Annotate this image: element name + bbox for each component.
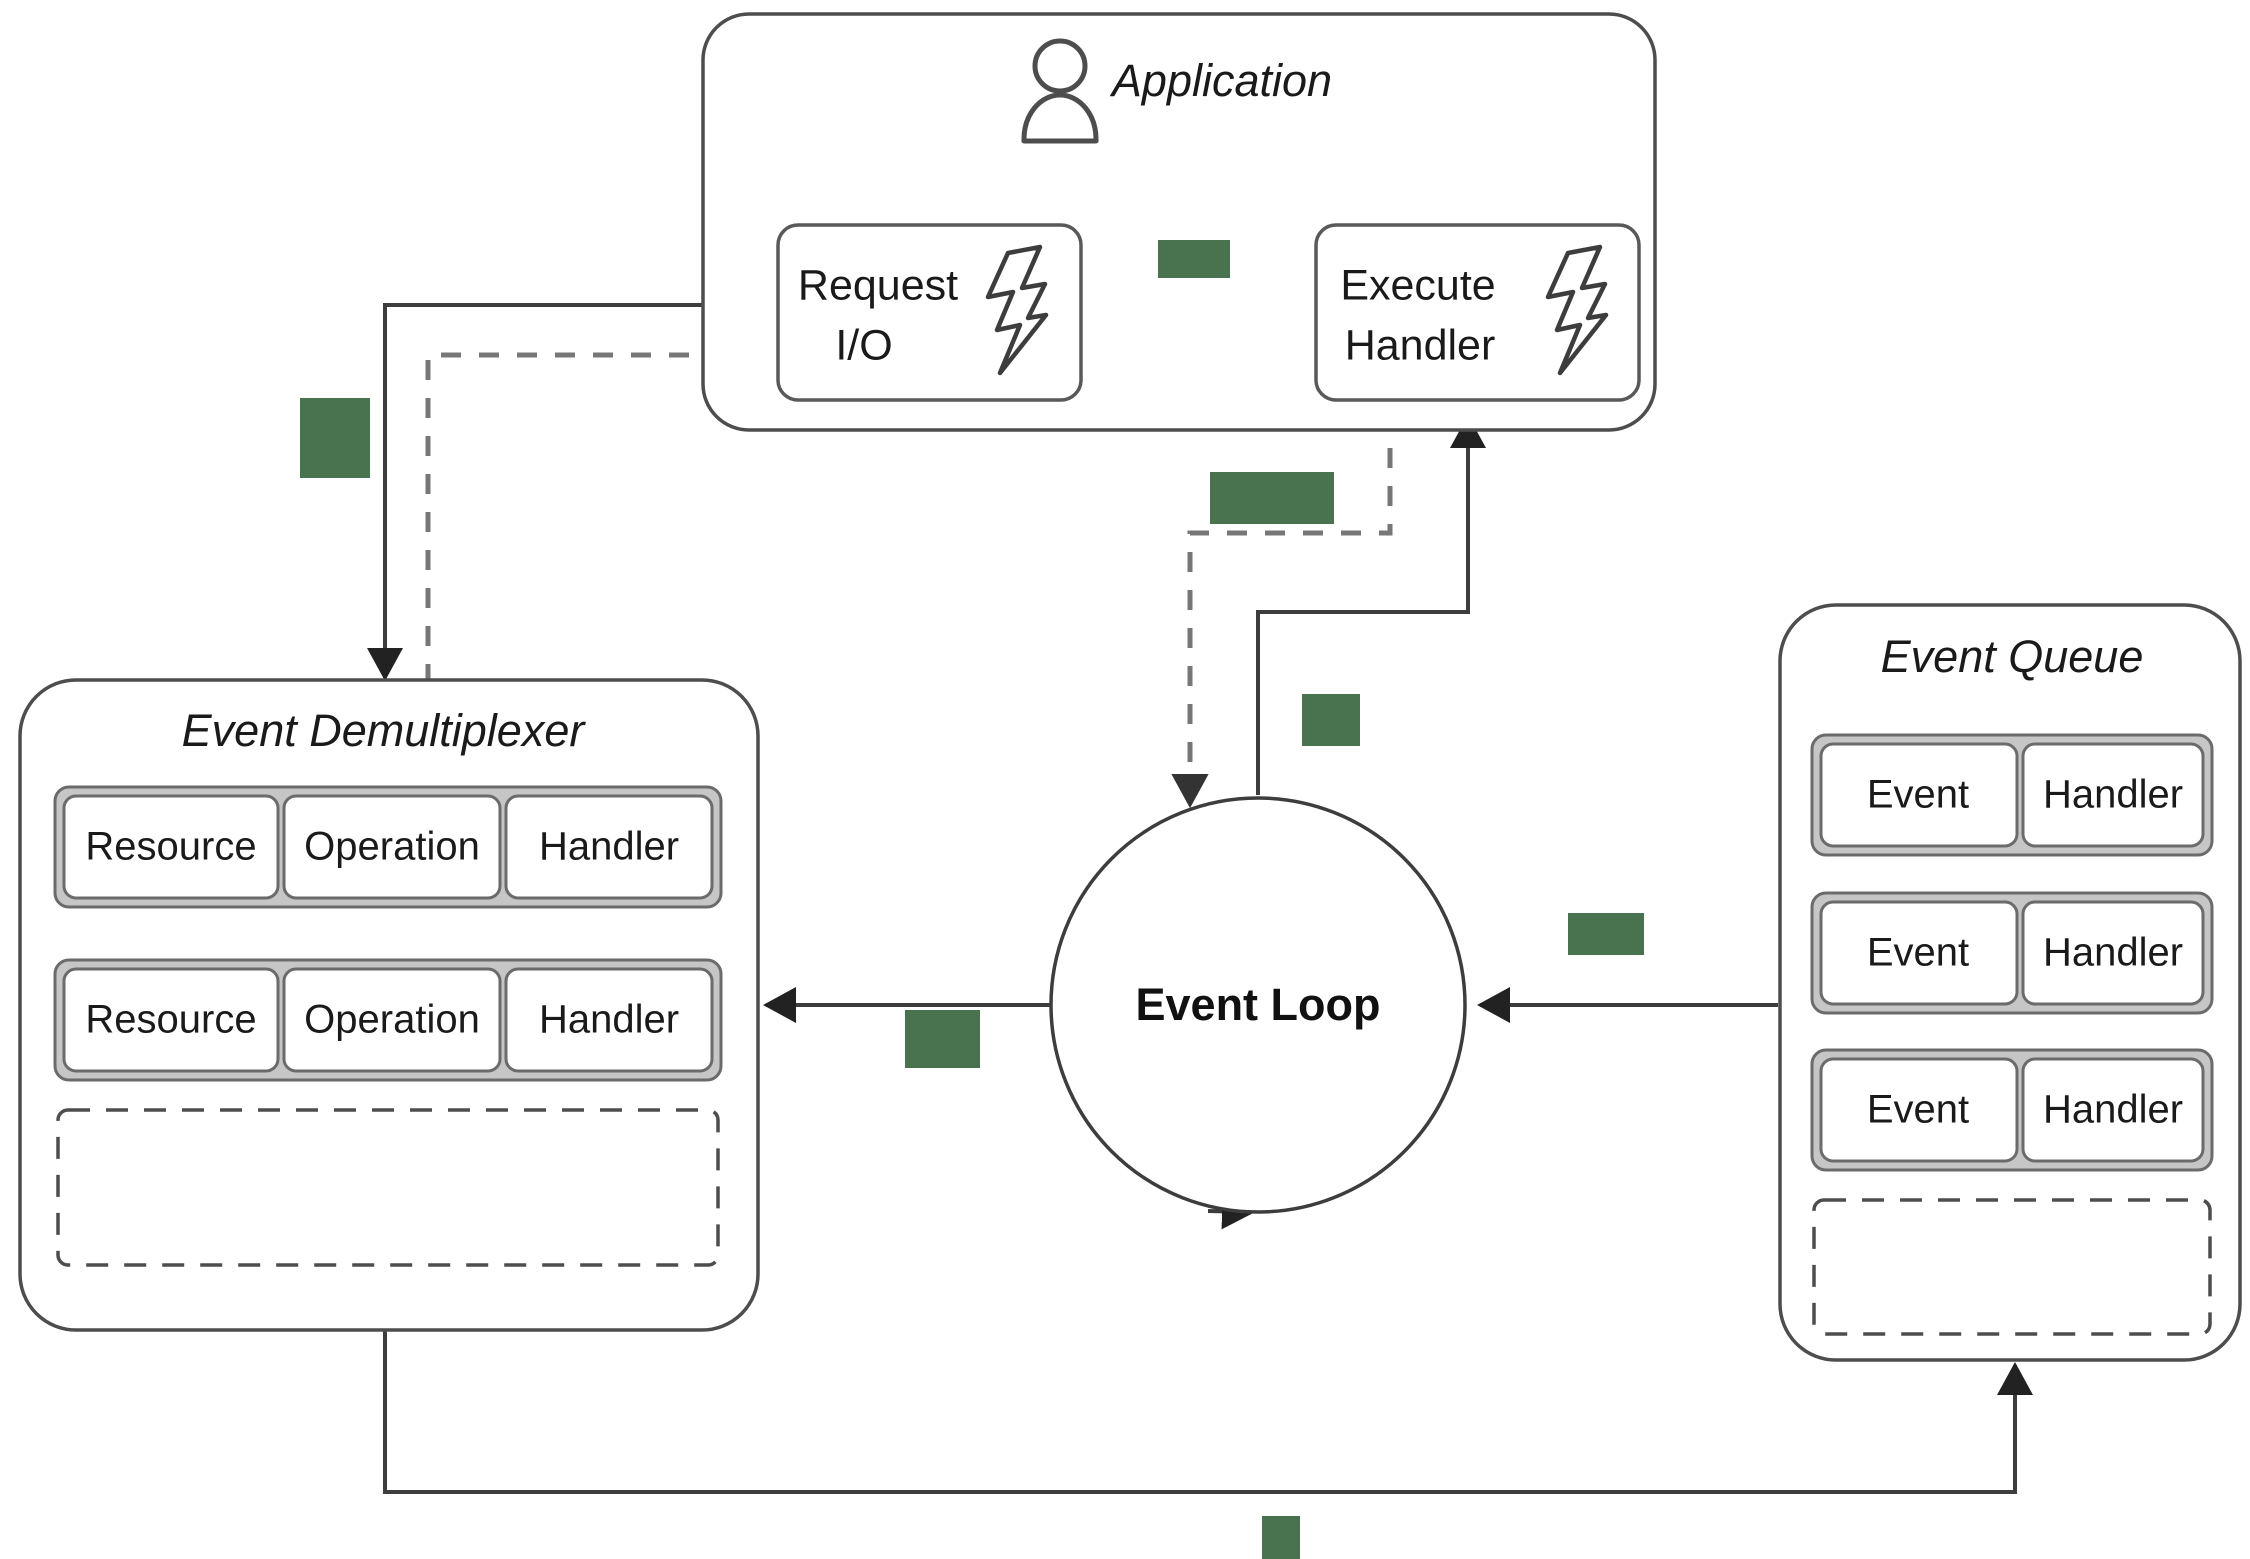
queue-placeholder-slot (1812, 1198, 2212, 1336)
queue-row-3[interactable]: Event Handler (1810, 1048, 2214, 1172)
queue-row-1-handler-label: Handler (2043, 773, 2183, 817)
demux-row-1-cell-resource[interactable] (62, 794, 280, 900)
lightning-bolt-icon (1545, 244, 1609, 376)
queue-row-3-event-label: Event (1867, 1088, 1969, 1132)
queue-row-1-cell-handler[interactable] (2021, 742, 2205, 848)
step-marker-layer (300, 240, 1644, 1559)
queue-row-1[interactable]: Event Handler (1810, 733, 2214, 857)
event-queue-panel: Event Queue Event Handler Event Handler … (1778, 603, 2242, 1362)
queue-row-3-cell-event[interactable] (1819, 1057, 2019, 1163)
demux-row-2-cell-operation[interactable] (282, 967, 502, 1073)
flow-demux-to-queue (383, 1330, 2033, 1494)
queue-row-2-cell-handler[interactable] (2021, 900, 2205, 1006)
request-io-box[interactable]: Request I/O (776, 223, 1083, 402)
application-title: Application (1109, 55, 1332, 106)
step-marker-4 (1302, 694, 1360, 746)
execute-handler-box[interactable]: Execute Handler (1314, 223, 1641, 402)
demux-row-2[interactable]: Resource Operation Handler (53, 958, 723, 1082)
demux-row-1-resource-label: Resource (85, 825, 256, 869)
queue-row-1-event-label: Event (1867, 773, 1969, 817)
demux-row-1[interactable]: Resource Operation Handler (53, 785, 723, 909)
demux-row-1-cell-handler[interactable] (504, 794, 714, 900)
queue-row-3-handler-label: Handler (2043, 1088, 2183, 1132)
demux-row-2-cell-handler[interactable] (504, 967, 714, 1073)
demux-row-2-resource-label: Resource (85, 998, 256, 1042)
application-panel: Application Request I/O Execute Handler (701, 12, 1657, 432)
execute-handler-label-line2: Handler (1345, 321, 1496, 369)
step-marker-5 (905, 1010, 980, 1068)
step-marker-6 (1568, 913, 1644, 955)
queue-row-3-cell-handler[interactable] (2021, 1057, 2205, 1163)
demux-row-2-operation-label: Operation (304, 998, 480, 1042)
flow-loop-to-execute (1256, 415, 1486, 795)
demux-row-2-handler-label: Handler (539, 998, 679, 1042)
event-demultiplexer-panel: Event Demultiplexer Resource Operation H… (18, 678, 760, 1332)
queue-row-2-event-label: Event (1867, 931, 1969, 975)
execute-handler-border[interactable] (1314, 223, 1641, 402)
demux-row-1-cell-operation[interactable] (282, 794, 502, 900)
demux-row-1-operation-label: Operation (304, 825, 480, 869)
execute-handler-label-line1: Execute (1340, 261, 1495, 309)
flow-demux-to-request (425, 336, 764, 684)
event-queue-title: Event Queue (1881, 631, 2144, 682)
queue-row-2-cell-event[interactable] (1819, 900, 2019, 1006)
demux-row-1-handler-label: Handler (539, 825, 679, 869)
flow-request-to-demux (367, 303, 780, 681)
step-marker-1 (300, 398, 370, 478)
request-io-label-line1: Request (798, 261, 958, 309)
event-demultiplexer-title: Event Demultiplexer (182, 705, 587, 756)
queue-row-2-handler-label: Handler (2043, 931, 2183, 975)
demux-placeholder-slot (56, 1108, 720, 1267)
user-icon (1021, 38, 1099, 144)
request-io-label-line2: I/O (835, 321, 892, 369)
lightning-bolt-icon (985, 244, 1049, 376)
event-loop-circle[interactable] (1049, 796, 1467, 1214)
request-io-border[interactable] (776, 223, 1083, 402)
step-marker-2 (1158, 240, 1230, 278)
event-loop-node[interactable]: Event Loop (1049, 796, 1467, 1214)
event-loop-label: Event Loop (1136, 979, 1381, 1030)
queue-row-1-cell-event[interactable] (1819, 742, 2019, 848)
flow-execute-to-loop (1171, 410, 1393, 809)
step-marker-7 (1262, 1516, 1300, 1559)
step-marker-3 (1210, 472, 1334, 524)
demux-row-2-cell-resource[interactable] (62, 967, 280, 1073)
queue-row-2[interactable]: Event Handler (1810, 891, 2214, 1015)
